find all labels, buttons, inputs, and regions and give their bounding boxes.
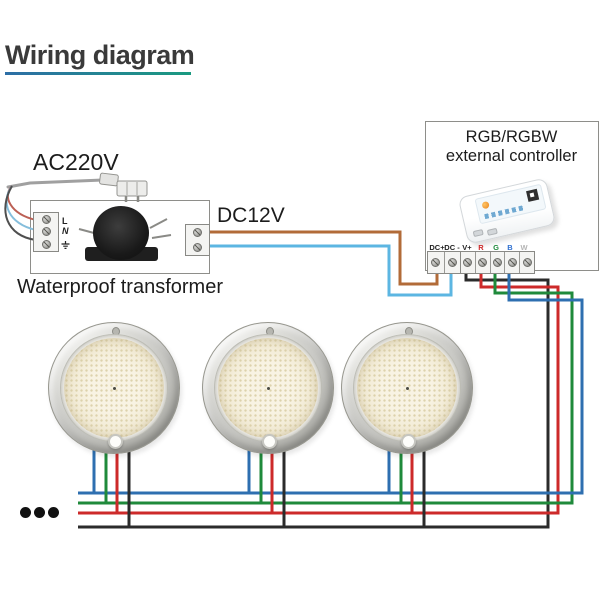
terminal-vplus	[461, 252, 475, 273]
terminal-label-dc-minus: DC -	[444, 243, 460, 252]
terminal-dc-minus	[443, 252, 461, 273]
transformer-output-terminal-block	[185, 224, 210, 256]
dc-voltage-label: DC12V	[217, 204, 285, 227]
terminal-label-vplus: V+	[462, 243, 472, 252]
device-port	[486, 227, 498, 236]
ac-plug-tip	[99, 172, 119, 187]
screw-terminal-L	[41, 214, 51, 224]
more-lights-dot	[34, 507, 45, 518]
terminal-label-neutral: N	[62, 226, 69, 236]
controller-title-line1: RGB/RGBW	[465, 128, 558, 146]
pool-light-3	[341, 322, 473, 454]
ground-icon	[61, 237, 70, 255]
title-underline	[5, 72, 191, 75]
icon-row	[484, 205, 525, 220]
screw-terminal-ground	[41, 240, 51, 250]
ac-cable	[6, 178, 105, 189]
terminal-w	[519, 252, 534, 273]
wire-dc-plus	[208, 230, 439, 286]
wire-blue-bus	[78, 268, 584, 495]
terminal-label-b: B	[507, 243, 513, 252]
ac-plug-prongs	[124, 196, 140, 202]
controller-dc-terminal-block	[427, 251, 461, 274]
more-lights-dot	[48, 507, 59, 518]
light-center-dot	[267, 387, 270, 390]
ac-plug-body	[116, 180, 148, 197]
wire-red-bus	[78, 268, 560, 515]
light-center-dot	[113, 387, 116, 390]
ac-plug-ridges	[126, 182, 138, 195]
terminal-label-dc-plus: DC+	[429, 243, 445, 252]
terminal-dc-plus	[428, 252, 444, 273]
wire-green-bus	[78, 268, 574, 505]
brand-dot-icon	[481, 200, 490, 210]
light-bottom-hole	[401, 434, 416, 449]
light-bottom-hole	[262, 434, 277, 449]
light-bottom-hole	[108, 434, 123, 449]
terminal-b	[504, 252, 519, 273]
wire-ac-ground	[4, 185, 37, 241]
pool-light-1	[48, 322, 180, 454]
more-lights-dot	[20, 507, 31, 518]
ac-voltage-label: AC220V	[33, 149, 119, 175]
terminal-r	[474, 252, 490, 273]
screw-terminal-N	[41, 227, 51, 237]
toroid-pins	[78, 218, 172, 239]
transformer-caption: Waterproof transformer	[17, 276, 223, 298]
controller-title-line2: external controller	[445, 147, 578, 165]
device-port	[472, 228, 484, 238]
wire-dc-minus	[208, 244, 453, 297]
terminal-label-live: L	[62, 216, 68, 226]
terminal-label-r: R	[478, 243, 484, 252]
terminal-label-w: W	[520, 243, 528, 252]
wire-vplus-black-bus	[78, 268, 550, 529]
controller-title: RGB/RGBW external controller	[426, 128, 597, 166]
wire-ac-live	[6, 185, 37, 221]
light-center-dot	[406, 387, 409, 390]
transformer-input-terminal-block	[33, 212, 59, 252]
controller-rgbw-terminal-block	[460, 251, 535, 274]
wire-ac-neutral	[5, 185, 37, 231]
qr-code-icon	[526, 188, 540, 202]
page-title: Wiring diagram	[5, 40, 195, 70]
terminal-g	[489, 252, 505, 273]
screw-dc-plus-out	[193, 228, 202, 237]
toroidal-transformer	[93, 206, 149, 260]
screw-dc-minus-out	[193, 243, 202, 252]
pool-light-2	[202, 322, 334, 454]
terminal-label-g: G	[493, 243, 499, 252]
